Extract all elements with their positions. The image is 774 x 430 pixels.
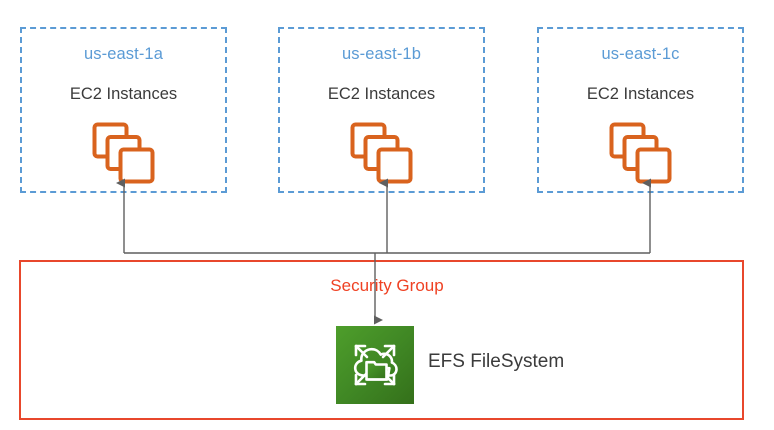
security-group-label: Security Group — [330, 276, 444, 295]
efs-filesystem-icon — [336, 326, 414, 404]
availability-zone-us-east-1b[interactable]: us-east-1b EC2 Instances — [278, 27, 485, 193]
availability-zone-us-east-1c[interactable]: us-east-1c EC2 Instances — [537, 27, 744, 193]
az-label-us-east-1a: us-east-1a — [84, 45, 163, 63]
az-label-us-east-1b: us-east-1b — [342, 45, 421, 63]
az-label-us-east-1c: us-east-1c — [601, 45, 680, 63]
ec2-instances-icon — [350, 122, 414, 184]
az-resource-label-us-east-1a: EC2 Instances — [69, 85, 178, 103]
security-group-box[interactable] — [19, 260, 744, 420]
availability-zone-us-east-1a[interactable]: us-east-1a EC2 Instances — [20, 27, 227, 193]
ec2-instances-icon — [609, 122, 673, 184]
ec2-instances-icon — [92, 122, 156, 184]
az-resource-label-us-east-1b: EC2 Instances — [327, 85, 436, 103]
az-resource-label-us-east-1c: EC2 Instances — [586, 85, 695, 103]
efs-filesystem-label: EFS FileSystem — [428, 351, 565, 372]
